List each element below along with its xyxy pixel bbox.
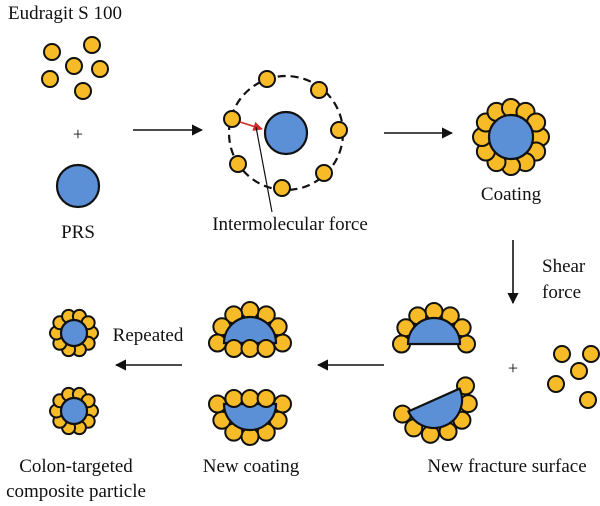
polymer-particle [330, 121, 348, 139]
prs-core-particle [59, 318, 89, 348]
polymer-particle [43, 43, 61, 61]
polymer-particle [224, 339, 244, 358]
force-leader-line [255, 126, 273, 213]
composite-particle [49, 308, 99, 358]
shear-label-line2: force [542, 282, 581, 303]
polymer-particle [310, 81, 328, 99]
polymer-particle [579, 391, 597, 409]
polymer-particle [256, 389, 276, 408]
product-label-line1: Colon-targeted [19, 456, 133, 477]
prs-core-particle [55, 163, 101, 209]
fractured-fragment [392, 376, 478, 444]
polymer-particle [570, 362, 588, 380]
product-label-line2: composite particle [6, 481, 146, 502]
polymer-particle [223, 110, 241, 128]
prs-core-fragment [406, 316, 462, 346]
prs-core-particle [487, 113, 535, 161]
new-coating-fragment [208, 389, 292, 446]
prs-core-particle [263, 110, 309, 156]
polymer-label: Eudragit S 100 [8, 3, 122, 24]
polymer-particle [240, 389, 260, 408]
new-coating-fragment [208, 301, 292, 358]
new-coating-label: New coating [203, 456, 300, 477]
polymer-particle [256, 339, 276, 358]
coating-label: Coating [481, 184, 542, 205]
polymer-particle [91, 60, 109, 78]
polymer-particle [74, 82, 92, 100]
polymer-particle [273, 179, 291, 197]
coated-particle [472, 98, 550, 176]
polymer-particle [41, 70, 59, 88]
polymer-particle [229, 155, 247, 173]
polymer-particle [553, 345, 571, 363]
freed-polymer-particles [547, 345, 600, 409]
prs-core-fragment [222, 315, 278, 345]
intermolecular-force-arrow [239, 121, 263, 131]
prs-core-fragment [222, 402, 278, 432]
polymer-particle [65, 57, 83, 75]
polymer-particle [582, 345, 600, 363]
shear-label-line1: Shear [542, 256, 586, 277]
polymer-particles [41, 36, 109, 100]
plus-sign: + [73, 124, 83, 144]
polymer-particle [240, 339, 260, 358]
prs-label: PRS [61, 222, 95, 243]
fractured-fragment [392, 302, 476, 354]
polymer-particle [315, 164, 333, 182]
polymer-particle [392, 404, 412, 424]
polymer-particle [547, 375, 565, 393]
polymer-particle [83, 36, 101, 54]
polymer-particles [223, 70, 348, 197]
polymer-particle [224, 389, 244, 408]
prs-core-particle [59, 396, 89, 426]
force-label: Intermolecular force [212, 214, 368, 235]
polymer-particle [258, 70, 276, 88]
plus-sign: + [508, 358, 518, 378]
prs-core-fragment [406, 387, 463, 429]
composite-particle [49, 386, 99, 436]
repeated-label: Repeated [113, 325, 184, 346]
fracture-label: New fracture surface [427, 456, 586, 477]
